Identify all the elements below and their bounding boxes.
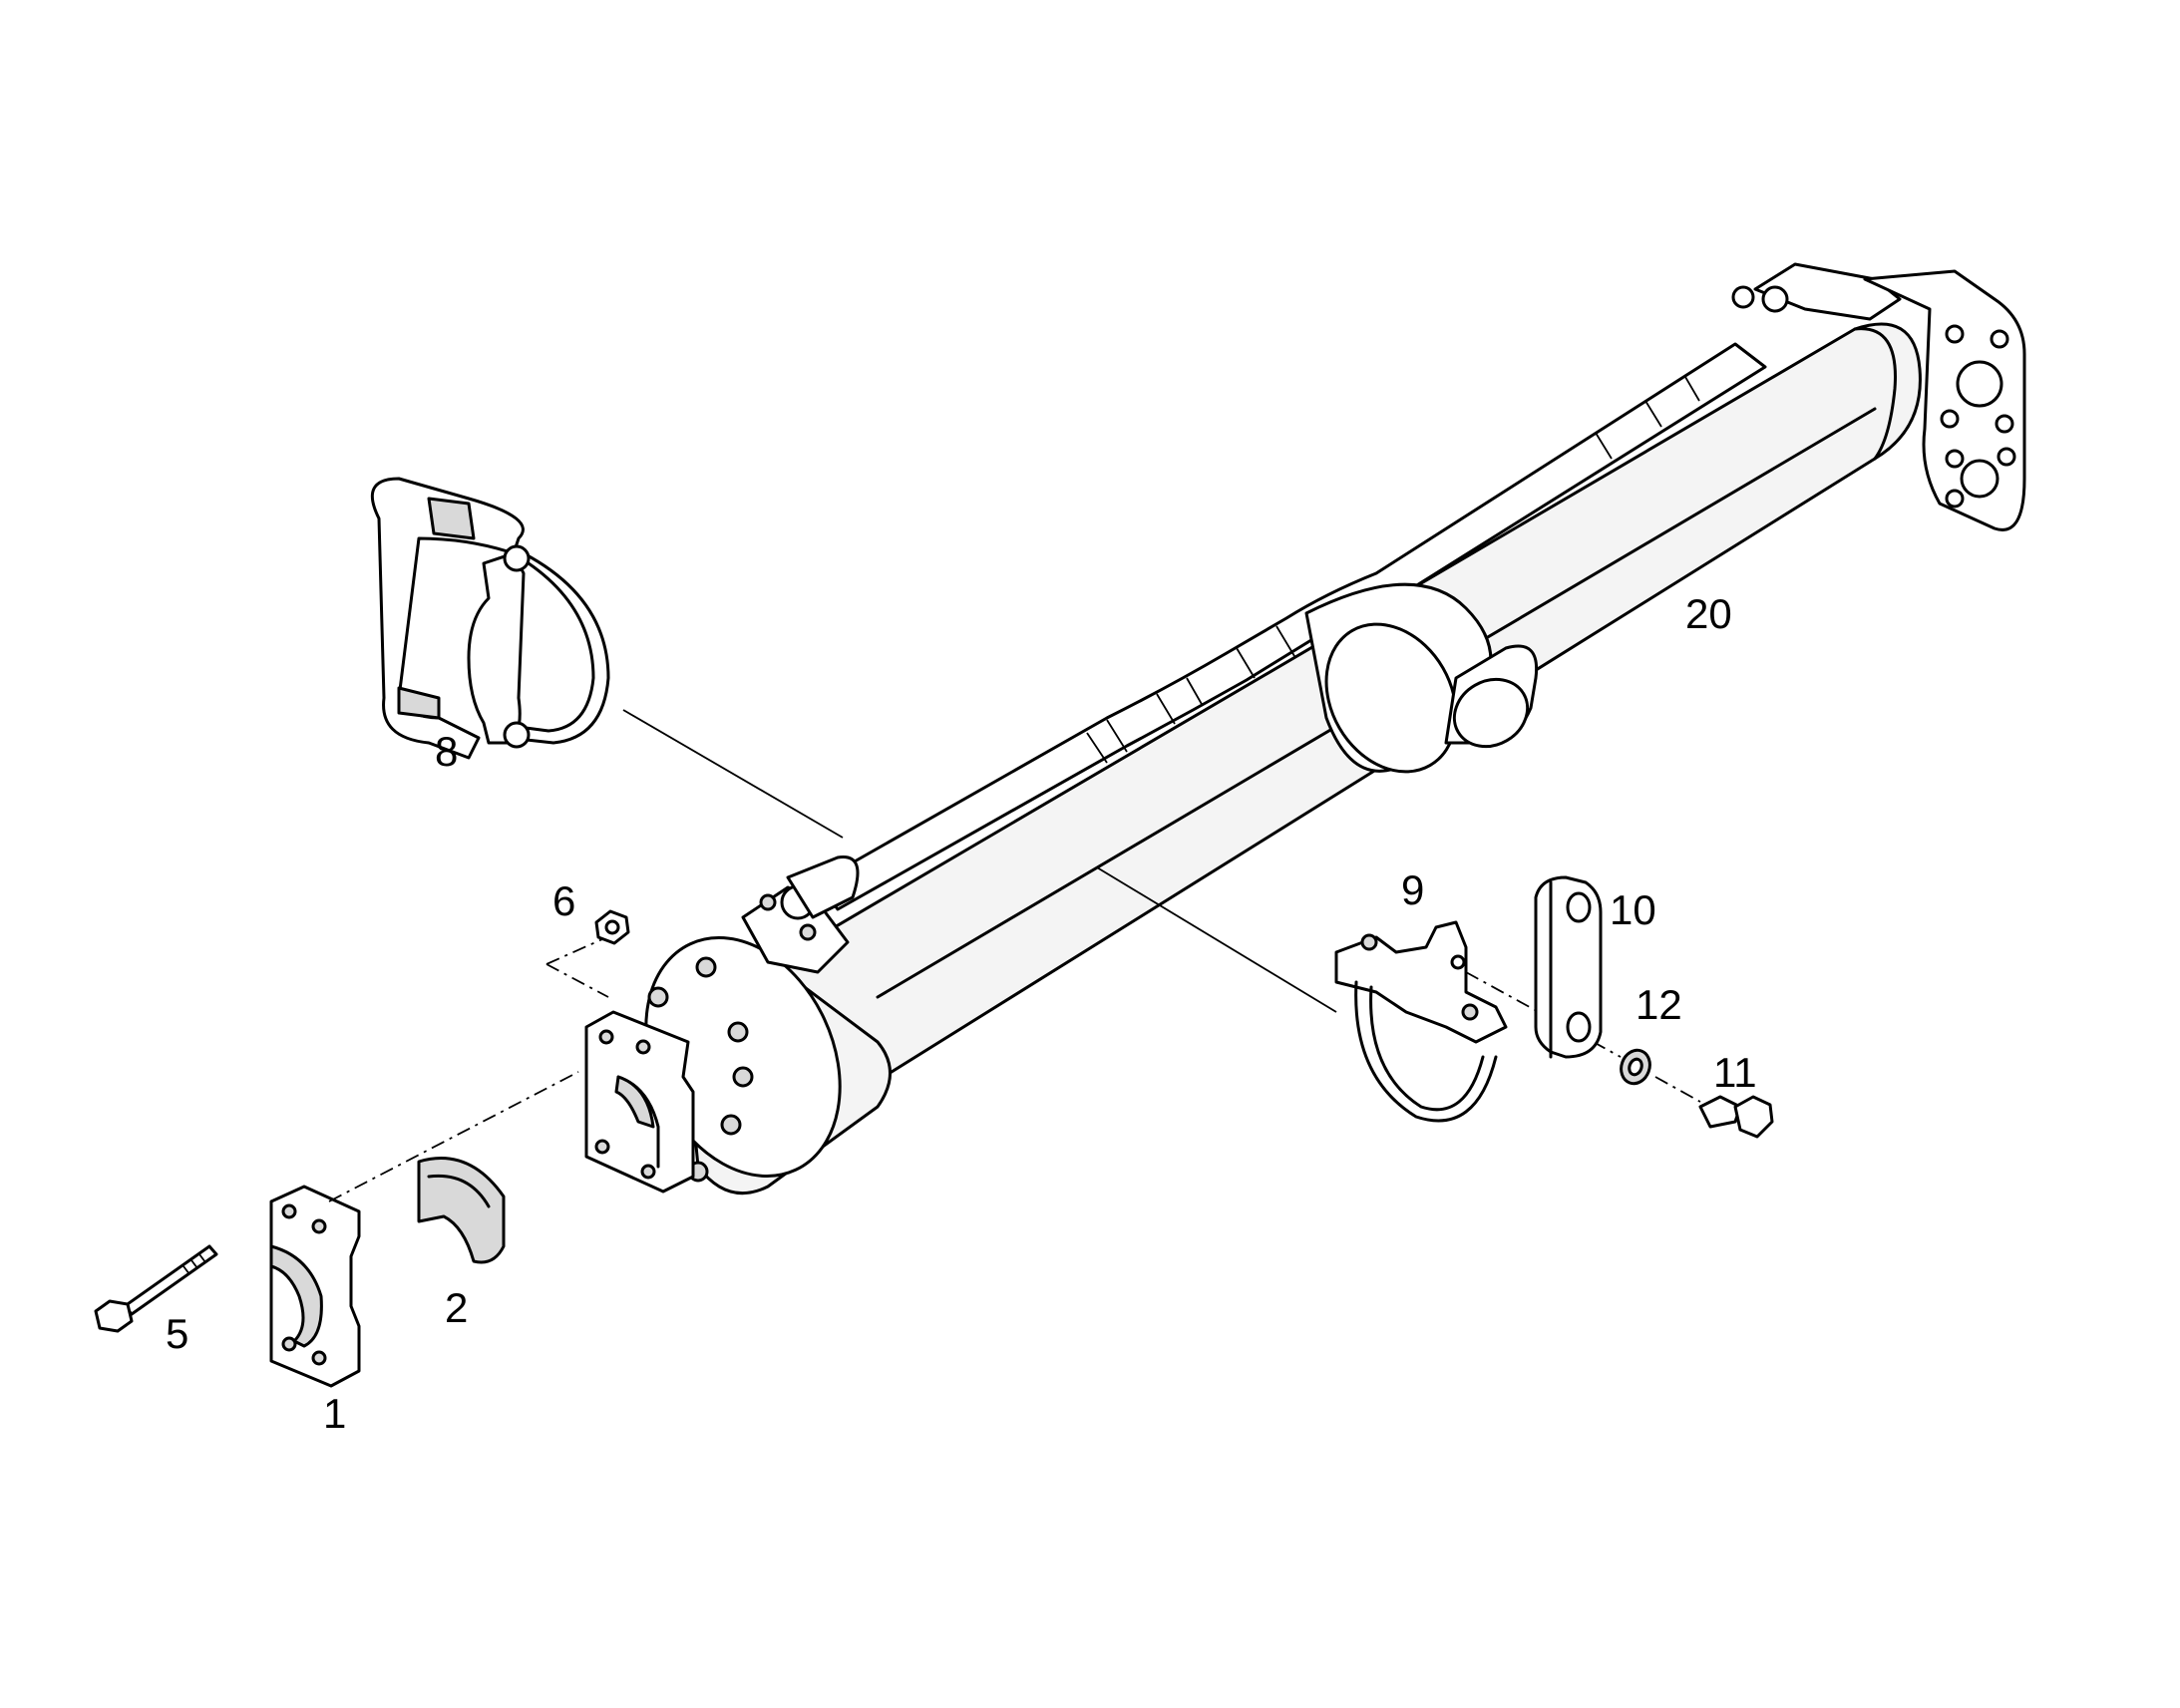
- clamp-insert-part-2: [417, 1157, 506, 1264]
- clamp-block-upper: [584, 1010, 695, 1194]
- hydraulic-tube: [816, 342, 1767, 911]
- screw-part-11: [1698, 1095, 1774, 1139]
- callout-6: 6: [552, 877, 575, 924]
- assembly-line-1: [328, 1071, 579, 1202]
- callout-5: 5: [166, 1310, 188, 1357]
- callout-20: 20: [1685, 590, 1732, 637]
- rod-end-bracket: [1731, 262, 2026, 531]
- callout-labels: 1 2 5 6 8 9 10 11 12 20: [166, 590, 1757, 1437]
- callout-10: 10: [1610, 886, 1656, 933]
- callout-1: 1: [323, 1390, 346, 1437]
- assembly-line-12: [1654, 1076, 1701, 1103]
- assembly-line-6: [545, 938, 609, 998]
- bolt-part-5: [94, 1244, 218, 1333]
- nut-part-6: [594, 909, 630, 945]
- leader-line-9: [1096, 866, 1337, 1013]
- washer-part-12: [1620, 1048, 1651, 1086]
- leader-line-8: [622, 709, 844, 839]
- callout-2: 2: [445, 1284, 468, 1331]
- callout-11: 11: [1713, 1049, 1757, 1096]
- callout-12: 12: [1635, 981, 1682, 1028]
- callout-9: 9: [1401, 866, 1424, 913]
- clamp-half-part-1: [269, 1185, 361, 1388]
- hydraulic-cylinder-assembly: [644, 262, 2026, 1196]
- trunnion-mount: [1304, 582, 1539, 774]
- callout-8: 8: [435, 728, 458, 775]
- link-plate-part-10: [1534, 875, 1603, 1059]
- pipe-clamp-assembly: [370, 477, 610, 760]
- pipe-clamp-part-9: [1334, 920, 1508, 1123]
